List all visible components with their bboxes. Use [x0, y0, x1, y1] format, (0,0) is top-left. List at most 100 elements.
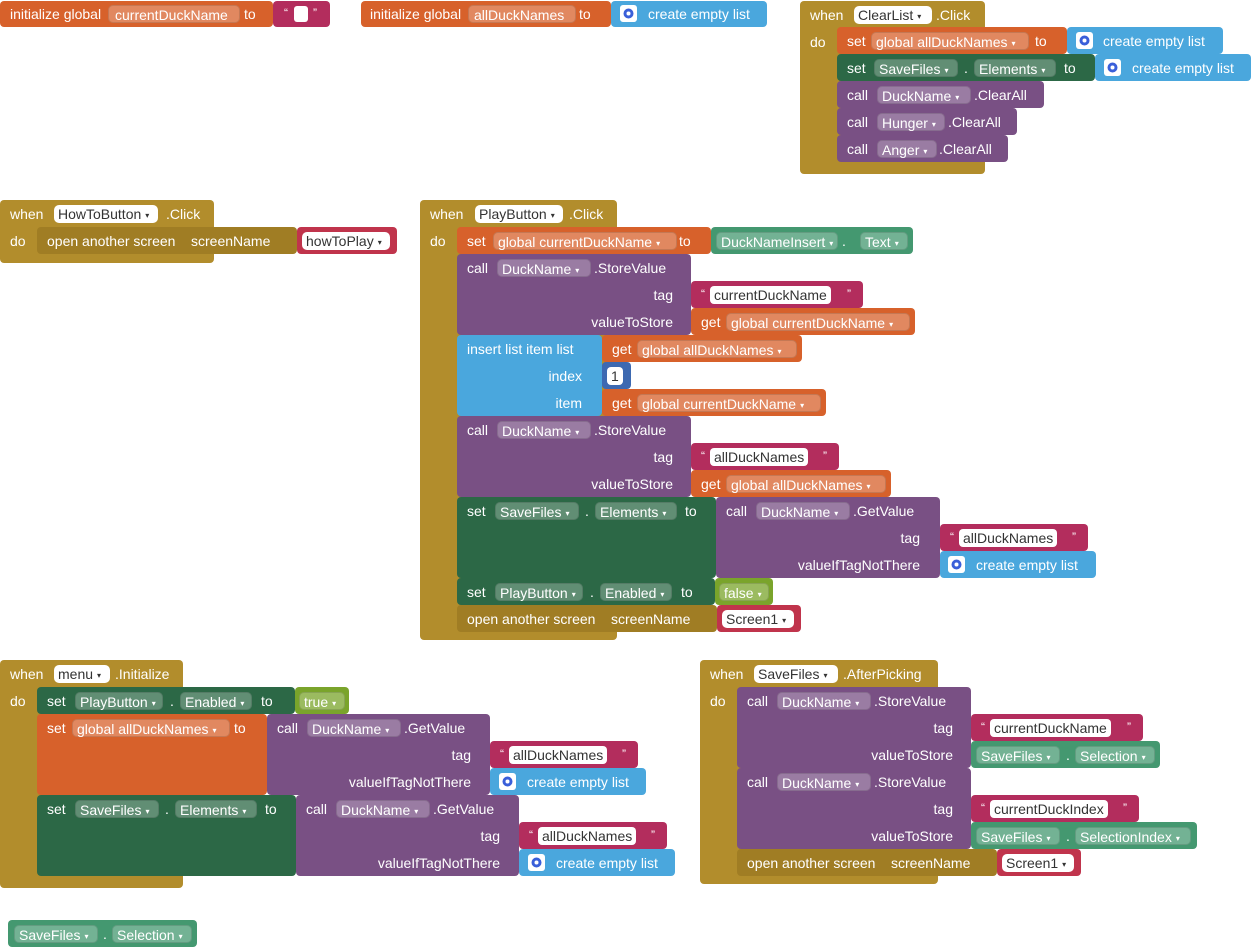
- create-empty-list-block[interactable]: create empty list: [519, 849, 675, 876]
- number-block[interactable]: 1: [602, 362, 631, 389]
- call-duckname-getvalue-block[interactable]: call DuckName▾ .GetValue tag valueIfTagN…: [267, 714, 490, 795]
- open-another-screen-block[interactable]: open another screen screenName: [457, 605, 717, 632]
- property-dropdown[interactable]: Enabled▾: [180, 692, 252, 710]
- screen-dropdown[interactable]: Screen1▾: [1002, 854, 1074, 872]
- var-name-field[interactable]: allDuckNames: [468, 5, 576, 23]
- logic-false-block[interactable]: false▾: [715, 578, 773, 605]
- set-global-allducknames-block[interactable]: set global allDuckNames▾ to: [37, 714, 267, 795]
- component-dropdown[interactable]: SaveFiles▾: [976, 746, 1060, 764]
- call-duckname-storevalue-block[interactable]: call DuckName▾ .StoreValue tag valueToSt…: [457, 254, 691, 335]
- component-dropdown[interactable]: SaveFiles▾: [75, 800, 159, 818]
- component-dropdown[interactable]: PlayButton▾: [475, 205, 563, 223]
- var-dropdown[interactable]: global allDuckNames▾: [871, 32, 1029, 50]
- component-dropdown[interactable]: SaveFiles▾: [874, 59, 958, 77]
- create-empty-list-block[interactable]: create empty list: [611, 1, 767, 27]
- call-duckname-getvalue-block[interactable]: call DuckName▾ .GetValue tag valueIfTagN…: [716, 497, 940, 578]
- open-another-screen-block[interactable]: open another screen screenName: [737, 849, 997, 876]
- gear-icon[interactable]: [1076, 32, 1093, 49]
- call-duckname-storevalue-block[interactable]: call DuckName▾ .StoreValue tag valueToSt…: [737, 768, 971, 849]
- insert-list-item-block[interactable]: insert list item list index item: [457, 335, 602, 416]
- text-currentduckname-block[interactable]: “ currentDuckName ”: [691, 281, 863, 308]
- text-allducknames-block[interactable]: “ allDuckNames ”: [519, 822, 667, 849]
- create-empty-list-block[interactable]: create empty list: [490, 768, 646, 795]
- screen-name-dropdown-block[interactable]: Screen1▾: [717, 605, 801, 632]
- boolean-dropdown[interactable]: false▾: [719, 583, 769, 601]
- get-global-currentduckname-block[interactable]: get global currentDuckName▾: [602, 389, 826, 416]
- set-global-currentduckname-block[interactable]: set global currentDuckName▾ to: [457, 227, 711, 254]
- component-dropdown[interactable]: menu▾: [54, 665, 110, 683]
- text-allducknames-block[interactable]: “ allDuckNames ”: [490, 741, 638, 768]
- call-hunger-clearall-block[interactable]: call Hunger▾ .ClearAll: [837, 108, 1017, 135]
- text-allducknames-block[interactable]: “ allDuckNames ”: [691, 443, 839, 470]
- empty-text-field[interactable]: [294, 6, 308, 22]
- logic-true-block[interactable]: true▾: [295, 687, 349, 714]
- text-field[interactable]: allDuckNames: [509, 746, 608, 764]
- component-dropdown[interactable]: SaveFiles▾: [495, 502, 579, 520]
- component-dropdown[interactable]: DuckName▾: [756, 502, 850, 520]
- component-dropdown[interactable]: DuckNameInsert▾: [716, 232, 838, 250]
- component-dropdown[interactable]: PlayButton▾: [75, 692, 163, 710]
- property-dropdown[interactable]: Elements▾: [974, 59, 1056, 77]
- var-dropdown[interactable]: global allDuckNames▾: [637, 340, 797, 358]
- screen-name-dropdown-block[interactable]: howToPlay▾: [297, 227, 397, 254]
- component-dropdown[interactable]: DuckName▾: [336, 800, 430, 818]
- component-dropdown[interactable]: PlayButton▾: [495, 583, 583, 601]
- component-dropdown[interactable]: ClearList▾: [854, 6, 932, 24]
- screen-name-dropdown-block[interactable]: Screen1▾: [997, 849, 1081, 876]
- screen-dropdown[interactable]: howToPlay▾: [302, 232, 390, 250]
- property-dropdown[interactable]: Elements▾: [175, 800, 257, 818]
- component-dropdown[interactable]: DuckName▾: [777, 773, 871, 791]
- text-currentduckname-block[interactable]: “ currentDuckName ”: [971, 714, 1143, 741]
- get-global-allducknames-block[interactable]: get global allDuckNames▾: [602, 335, 802, 362]
- call-duckname-storevalue-block[interactable]: call DuckName▾ .StoreValue tag valueToSt…: [457, 416, 691, 497]
- init-global-allducknames-block[interactable]: initialize global allDuckNames to: [361, 1, 611, 27]
- component-dropdown[interactable]: Anger▾: [877, 140, 937, 158]
- property-dropdown[interactable]: Selection▾: [112, 925, 192, 943]
- text-field[interactable]: allDuckNames: [710, 448, 809, 466]
- get-savefiles-selectionindex-block[interactable]: SaveFiles▾ . SelectionIndex▾: [971, 822, 1197, 849]
- component-dropdown[interactable]: SaveFiles▾: [976, 827, 1060, 845]
- create-empty-list-block[interactable]: create empty list: [1095, 54, 1251, 81]
- property-dropdown[interactable]: SelectionIndex▾: [1075, 827, 1191, 845]
- screen-dropdown[interactable]: Screen1▾: [722, 610, 794, 628]
- get-savefiles-selection-block[interactable]: SaveFiles▾ . Selection▾: [971, 741, 1160, 768]
- gear-icon[interactable]: [1104, 59, 1121, 76]
- open-another-screen-block[interactable]: open another screen screenName: [37, 227, 297, 254]
- text-allducknames-block[interactable]: “ allDuckNames ”: [940, 524, 1088, 551]
- component-dropdown[interactable]: DuckName▾: [307, 719, 401, 737]
- empty-text-block[interactable]: “ ”: [273, 1, 330, 27]
- set-playbutton-enabled-block[interactable]: set PlayButton▾ . Enabled▾ to: [37, 687, 295, 714]
- set-savefiles-elements-block[interactable]: set SaveFiles▾ . Elements▾ to: [457, 497, 716, 578]
- component-dropdown[interactable]: DuckName▾: [777, 692, 871, 710]
- call-duckname-getvalue-block[interactable]: call DuckName▾ .GetValue tag valueIfTagN…: [296, 795, 519, 876]
- call-duckname-clearall-block[interactable]: call DuckName▾ .ClearAll: [837, 81, 1044, 108]
- set-savefiles-elements-block[interactable]: set SaveFiles▾ . Elements▾ to: [837, 54, 1095, 81]
- property-dropdown[interactable]: Selection▾: [1075, 746, 1155, 764]
- text-currentduckindex-block[interactable]: “ currentDuckIndex ”: [971, 795, 1139, 822]
- call-anger-clearall-block[interactable]: call Anger▾ .ClearAll: [837, 135, 1008, 162]
- create-empty-list-block[interactable]: create empty list: [940, 551, 1096, 578]
- text-field[interactable]: currentDuckName: [710, 286, 831, 304]
- component-dropdown[interactable]: SaveFiles▾: [754, 665, 838, 683]
- component-dropdown[interactable]: HowToButton▾: [54, 205, 158, 223]
- component-dropdown[interactable]: SaveFiles▾: [14, 925, 98, 943]
- gear-icon[interactable]: [528, 854, 545, 871]
- gear-icon[interactable]: [499, 773, 516, 790]
- set-savefiles-elements-block[interactable]: set SaveFiles▾ . Elements▾ to: [37, 795, 296, 876]
- component-dropdown[interactable]: DuckName▾: [497, 421, 591, 439]
- var-dropdown[interactable]: global currentDuckName▾: [726, 313, 910, 331]
- call-duckname-storevalue-block[interactable]: call DuckName▾ .StoreValue tag valueToSt…: [737, 687, 971, 768]
- component-dropdown[interactable]: DuckName▾: [877, 86, 971, 104]
- get-savefiles-selection-block[interactable]: SaveFiles▾ . Selection▾: [8, 920, 197, 947]
- property-dropdown[interactable]: Text▾: [860, 232, 908, 250]
- gear-icon[interactable]: [620, 5, 637, 22]
- var-name-field[interactable]: currentDuckName: [108, 5, 240, 23]
- create-empty-list-block[interactable]: create empty list: [1067, 27, 1223, 54]
- get-global-allducknames-block[interactable]: get global allDuckNames▾: [691, 470, 891, 497]
- gear-icon[interactable]: [948, 556, 965, 573]
- text-field[interactable]: currentDuckIndex: [990, 800, 1108, 818]
- property-dropdown[interactable]: Enabled▾: [600, 583, 672, 601]
- boolean-dropdown[interactable]: true▾: [299, 692, 345, 710]
- var-dropdown[interactable]: global allDuckNames▾: [72, 719, 230, 737]
- component-dropdown[interactable]: Hunger▾: [877, 113, 945, 131]
